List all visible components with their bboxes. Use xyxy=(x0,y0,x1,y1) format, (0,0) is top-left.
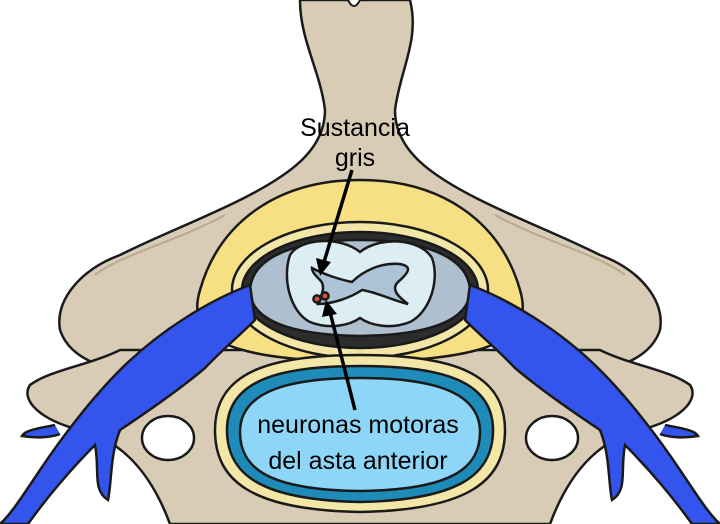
nerve-branch-right xyxy=(659,423,700,439)
disc-inner xyxy=(238,376,482,493)
gray-matter xyxy=(310,262,410,306)
lamina-contour-right xyxy=(494,214,626,276)
lamina-contour-left xyxy=(94,214,226,276)
gray-matter-label-line1: Sustancia xyxy=(300,114,410,142)
nerve-branch-left xyxy=(20,423,61,439)
gray-matter-arrow-line xyxy=(322,169,354,263)
motor-neurons-label-line2: del asta anterior xyxy=(268,447,447,475)
spinous-notch xyxy=(347,0,361,7)
spinal-nerve-left xyxy=(0,283,257,524)
motor-neuron-arrowhead xyxy=(322,300,337,317)
motor-neuron-arrow-line xyxy=(328,311,357,411)
motor-neuron-dot xyxy=(320,291,330,301)
transverse-foramen-right xyxy=(524,414,580,462)
motor-neurons-label-line1: neuronas motoras xyxy=(257,411,459,439)
gray-matter-arrowhead xyxy=(316,258,331,276)
motor-neuron-dot xyxy=(312,294,322,304)
spinal-nerve-right xyxy=(463,283,720,524)
transverse-foramen-left xyxy=(140,414,196,462)
gray-matter-label-line2: gris xyxy=(335,144,375,172)
